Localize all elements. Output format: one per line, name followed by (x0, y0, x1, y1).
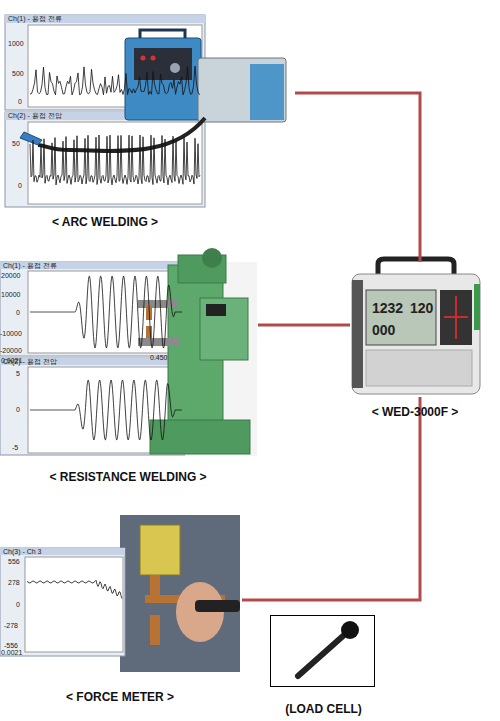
meter-handle (195, 600, 240, 612)
plot-area (25, 557, 123, 652)
chart-header (5, 15, 205, 23)
plot-area (28, 122, 202, 204)
axis-label: 0 (18, 182, 22, 190)
indicator-led (141, 56, 146, 61)
axis-label: 50 (12, 140, 20, 148)
electrode (146, 326, 152, 338)
picture-box: < RESISTANCE WELDING > (0, 258, 258, 456)
picture-box: < FORCE METER > (0, 514, 242, 672)
node-caption: < ARC WELDING > (5, 215, 205, 229)
axis-label: 10000 (1, 291, 20, 299)
axis-label: 500 (12, 70, 24, 78)
load-cell-illustration (298, 621, 359, 676)
wed-device-illustration (352, 259, 480, 394)
chart-panel (0, 548, 125, 656)
picture-box: < ARC WELDING > (5, 12, 295, 208)
screen-reading: 1232 (372, 300, 403, 316)
welder-panel (134, 48, 192, 80)
control-display (206, 304, 226, 316)
node-caption: < RESISTANCE WELDING > (0, 470, 256, 484)
axis-label: Ch(1) - 용접 전류 (8, 15, 62, 23)
axis-label: Ch(2) - 용접 전압 (8, 112, 62, 120)
signal-waveform (30, 380, 182, 440)
terminal-block (474, 284, 480, 330)
electrode (150, 615, 160, 645)
axis-label: -556 (4, 642, 18, 650)
wire-feeder (198, 58, 286, 122)
chart-header (0, 262, 185, 269)
axis-label: -278 (4, 622, 18, 630)
welder-body (125, 38, 201, 120)
arc-chart-panels (5, 15, 205, 207)
axis-label: 0 (16, 601, 20, 609)
axis-label: -20000 (0, 347, 22, 355)
picture-box: (LOAD CELL) (270, 615, 375, 687)
force-meter-illustration (0, 515, 240, 672)
signal-waveform (30, 276, 182, 348)
control-box (200, 298, 248, 360)
axis-label: 556 (8, 558, 20, 566)
node-caption: < FORCE METER > (0, 690, 240, 704)
indicator-led (151, 56, 156, 61)
signal-waveform (27, 580, 122, 598)
device-body (352, 274, 480, 394)
device-handle (378, 259, 454, 276)
cylinder-block (140, 525, 180, 575)
axis-label: Ch(3) - Ch 3 (3, 548, 42, 556)
signal-waveform (30, 66, 200, 95)
plot-area (28, 271, 184, 353)
electrode (150, 575, 160, 595)
node-caption: (LOAD CELL) (271, 702, 376, 716)
axis-label: 0 (18, 98, 22, 106)
axis-label: 0 (16, 309, 20, 317)
lower-arm (138, 338, 180, 346)
axis-label: 5 (16, 370, 20, 378)
welding-torch (20, 132, 42, 145)
axis-label: Ch(1) - 용접 전류 (3, 262, 57, 270)
spot-welder-illustration (138, 248, 257, 456)
axis-label: 278 (8, 579, 20, 587)
key-panel (440, 290, 472, 345)
axis-label: 20000 (1, 272, 20, 280)
chart-panel (5, 112, 205, 207)
welder-base (150, 420, 250, 454)
signal-cable (242, 397, 420, 600)
waveform-group (27, 66, 200, 598)
axis-label: 0.0021 (1, 649, 22, 657)
signal-cable (295, 93, 420, 262)
device-side (352, 280, 363, 388)
axis-label: 0 (16, 406, 20, 414)
chart-panel (0, 262, 185, 356)
load-cell-rod (298, 636, 343, 676)
axis-label: 0.450 (150, 354, 168, 362)
photo-background (120, 515, 240, 672)
feeder-cover (250, 64, 284, 120)
signal-waveform (30, 135, 200, 185)
arc-welder-illustration (20, 30, 286, 151)
axis-label: 1000 (8, 40, 24, 48)
chart-header (0, 548, 125, 555)
signal-cable (258, 324, 350, 327)
picture-box: < WED-3000F > (350, 262, 480, 397)
axis-label: -5 (12, 444, 18, 452)
axis-label: -10000 (0, 330, 22, 338)
welder-knob (170, 63, 180, 73)
axis-label: Ch(2) - 용접 전압 (3, 358, 57, 366)
welder-motor (202, 248, 222, 268)
device-bezel (366, 350, 472, 386)
screen-reading: 120 (410, 300, 433, 316)
key-cross (444, 296, 468, 339)
lcd-screen (366, 290, 436, 345)
welder-handle (140, 30, 185, 38)
node-caption: < WED-3000F > (350, 405, 480, 419)
load-cell-head (341, 621, 359, 639)
screen-reading: 000 (372, 322, 395, 338)
